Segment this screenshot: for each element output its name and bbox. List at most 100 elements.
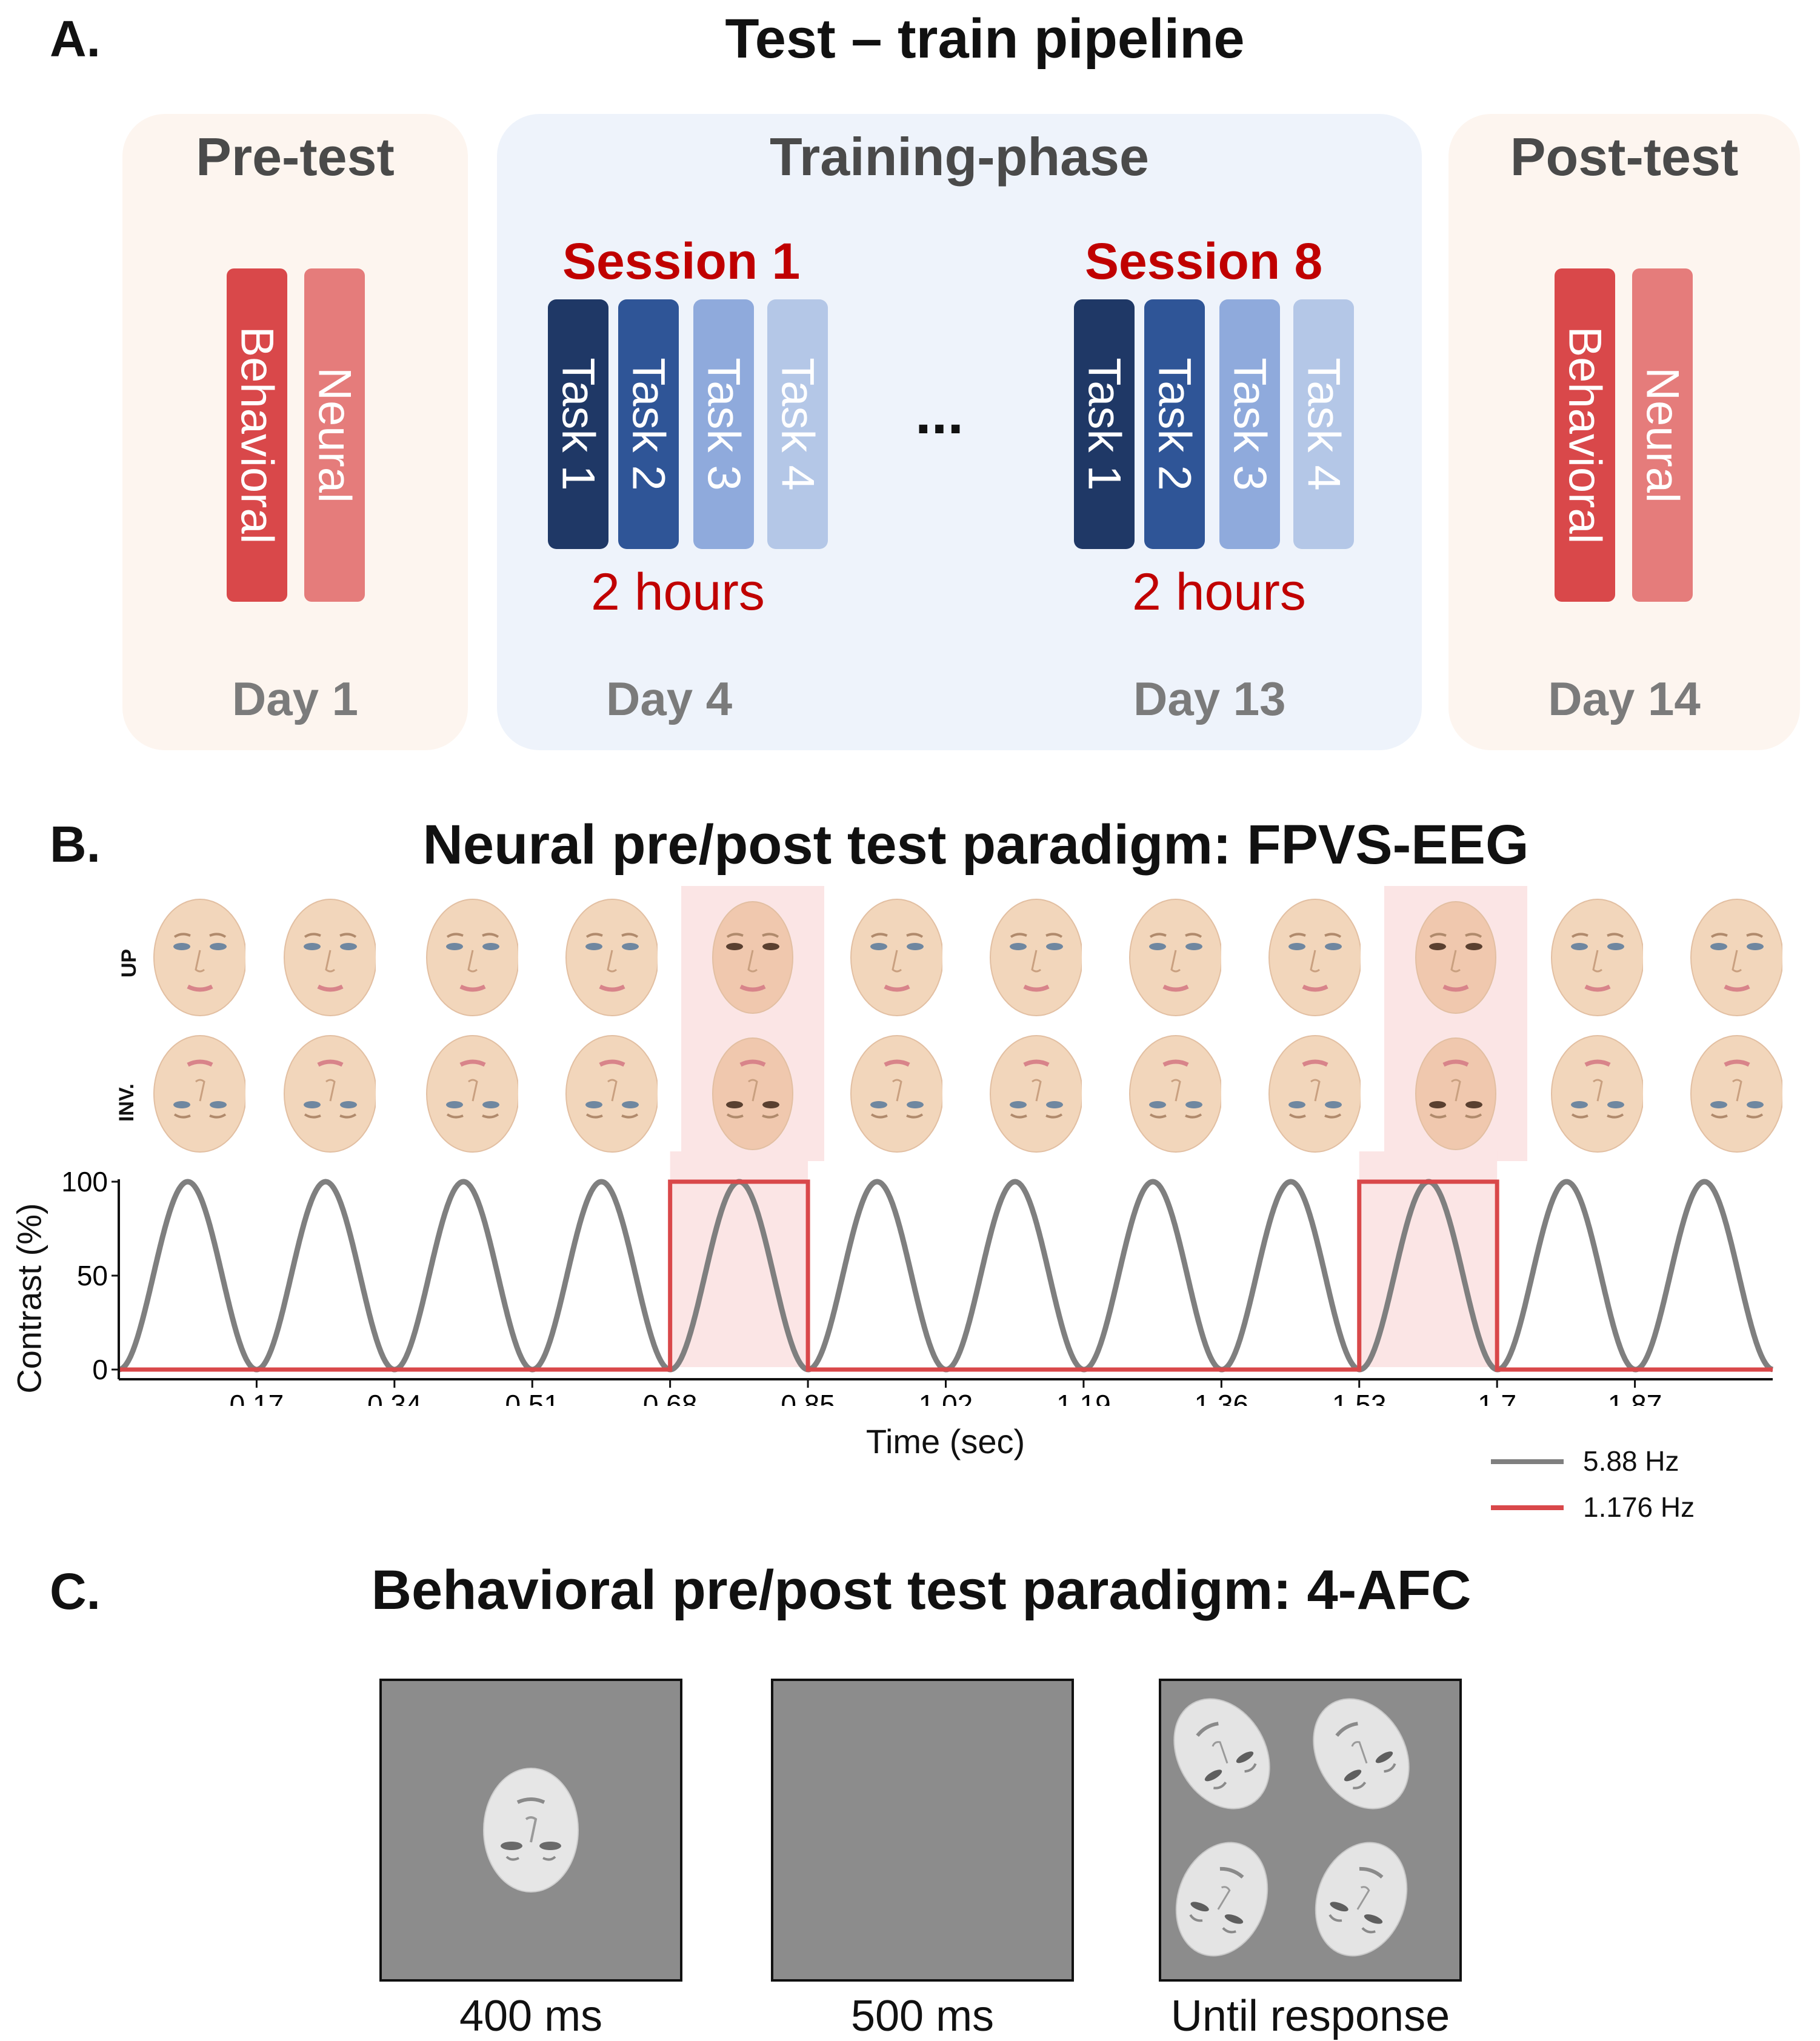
up-row-face-4 [565, 899, 658, 1016]
session-8-task-2-label: Task 2 [1148, 358, 1201, 491]
pretest-box: Pre-test Behavioral Neural Day 1 [122, 114, 468, 750]
session-8-duration: 2 hours [1132, 563, 1306, 621]
up-row-face-9 [1268, 899, 1361, 1016]
choice-face-2 [1313, 1698, 1410, 1810]
session-8-label: Session 8 [1085, 233, 1323, 290]
screen-blank [771, 1679, 1074, 1982]
row-label-inv: INV. [115, 1083, 139, 1122]
inv-row-face-8 [1129, 1035, 1221, 1153]
inv-row-face-3 [426, 1035, 518, 1153]
x-tick-label: 0.85 [781, 1389, 835, 1406]
panel-c-letter: C. [50, 1563, 101, 1620]
ellipsis: ... [915, 381, 964, 446]
up-row-face-8 [1129, 899, 1221, 1016]
x-tick-label: 1.02 [919, 1389, 973, 1406]
session-8-task-3: Task 3 [1219, 299, 1280, 549]
inv-row-face-9 [1268, 1035, 1361, 1153]
choice-face-4 [1315, 1842, 1408, 1957]
x-tick-label: 0.17 [230, 1389, 284, 1406]
x-tick-label: 1.87 [1608, 1389, 1662, 1406]
session-8-task-1: Task 1 [1074, 299, 1135, 549]
screen-blank-caption: 500 ms [850, 1992, 995, 2040]
pretest-behavioral-label: Behavioral [231, 326, 283, 544]
posttest-title: Post-test [1510, 127, 1739, 187]
panel-a-title: Test – train pipeline [725, 8, 1245, 70]
posttest-behavioral-label: Behavioral [1559, 326, 1611, 544]
up-row-face-5 [712, 901, 793, 1014]
session-8-day: Day 13 [1133, 672, 1286, 725]
inv-row-face-5 [712, 1037, 793, 1150]
inv-row-face-6 [850, 1035, 942, 1153]
session-1-task-4: Task 4 [767, 299, 828, 549]
pretest-behavioral-bar: Behavioral [227, 268, 287, 602]
screen-choices-caption: Until response [1170, 1992, 1450, 2040]
panel-b-letter: B. [50, 816, 101, 873]
session-1-task-3: Task 3 [693, 299, 754, 549]
session-8-task-1-label: Task 1 [1078, 358, 1130, 491]
screen-target [379, 1679, 682, 1982]
x-tick-label: 0.34 [367, 1389, 422, 1406]
training-title: Training-phase [770, 127, 1149, 187]
target-face-image [483, 1768, 579, 1893]
up-row-face-3 [426, 899, 518, 1016]
x-tick-label: 1.7 [1478, 1389, 1516, 1406]
session-1-task-1: Task 1 [548, 299, 608, 549]
session-1-day: Day 4 [606, 672, 733, 725]
legend-label-5.88hz: 5.88 Hz [1583, 1445, 1679, 1477]
session-1-task-1-label: Task 1 [552, 358, 604, 491]
y-axis-label: Contrast (%) [10, 1203, 48, 1394]
row-label-up: UP [118, 948, 141, 978]
inv-row-face-2 [284, 1035, 376, 1153]
screen-target-caption: 400 ms [459, 1992, 603, 2040]
posttest-box: Post-test Behavioral Neural Day 14 [1448, 114, 1800, 750]
panel-b-title: Neural pre/post test paradigm: FPVS-EEG [422, 814, 1529, 876]
inv-row-face-4 [565, 1035, 658, 1153]
inv-row-face-10 [1415, 1037, 1496, 1150]
legend-swatches [1491, 1459, 1564, 1510]
posttest-neural-label: Neural [1636, 367, 1688, 503]
inv-row-face-1 [153, 1035, 245, 1153]
up-row-face-1 [153, 899, 245, 1016]
x-axis-label: Time (sec) [865, 1422, 1025, 1460]
session-1-task-2-label: Task 2 [622, 358, 675, 491]
up-row-face-7 [990, 899, 1082, 1016]
up-row-face-12 [1690, 899, 1782, 1016]
session-8-task-4-label: Task 4 [1298, 358, 1350, 491]
posttest-day: Day 14 [1548, 672, 1701, 725]
pretest-neural-bar: Neural [304, 268, 365, 602]
pretest-title: Pre-test [196, 127, 395, 187]
pretest-neural-label: Neural [308, 367, 361, 503]
y-tick-label: 0 [92, 1354, 108, 1385]
pretest-day: Day 1 [232, 672, 359, 725]
posttest-behavioral-bar: Behavioral [1555, 268, 1615, 602]
inv-row-face-7 [990, 1035, 1082, 1153]
session-1-task-3-label: Task 3 [698, 358, 750, 491]
panel-c-title: Behavioral pre/post test paradigm: 4-AFC [371, 1559, 1472, 1621]
x-tick-label: 1.36 [1195, 1389, 1249, 1406]
y-tick-label: 100 [61, 1166, 108, 1197]
x-tick-label: 0.51 [505, 1389, 559, 1406]
legend-label-1.176hz: 1.176 Hz [1583, 1491, 1695, 1523]
inv-row-face-11 [1551, 1035, 1643, 1153]
x-tick-label: 1.19 [1056, 1389, 1111, 1406]
session-8-task-3-label: Task 3 [1224, 358, 1276, 491]
series-5.88hz-line [117, 1179, 1775, 1373]
panel-a-letter: A. [50, 10, 101, 67]
up-row-face-2 [284, 899, 376, 1016]
inv-row-face-12 [1690, 1035, 1782, 1153]
choice-faces-image [1173, 1698, 1410, 1957]
choice-face-1 [1173, 1698, 1270, 1810]
x-tick-label: 1.53 [1332, 1389, 1387, 1406]
session-1-task-2: Task 2 [618, 299, 679, 549]
up-row-face-6 [850, 899, 942, 1016]
session-8-task-4: Task 4 [1293, 299, 1354, 549]
choice-face-3 [1175, 1842, 1268, 1957]
session-8-task-2: Task 2 [1144, 299, 1205, 549]
session-1-duration: 2 hours [591, 563, 765, 621]
session-1-label: Session 1 [562, 233, 801, 290]
posttest-neural-bar: Neural [1632, 268, 1693, 602]
training-box: Training-phase Session 1 Task 1 Task 2 T… [497, 114, 1422, 750]
y-tick-label: 50 [77, 1260, 108, 1291]
session-1-task-4-label: Task 4 [772, 358, 824, 491]
